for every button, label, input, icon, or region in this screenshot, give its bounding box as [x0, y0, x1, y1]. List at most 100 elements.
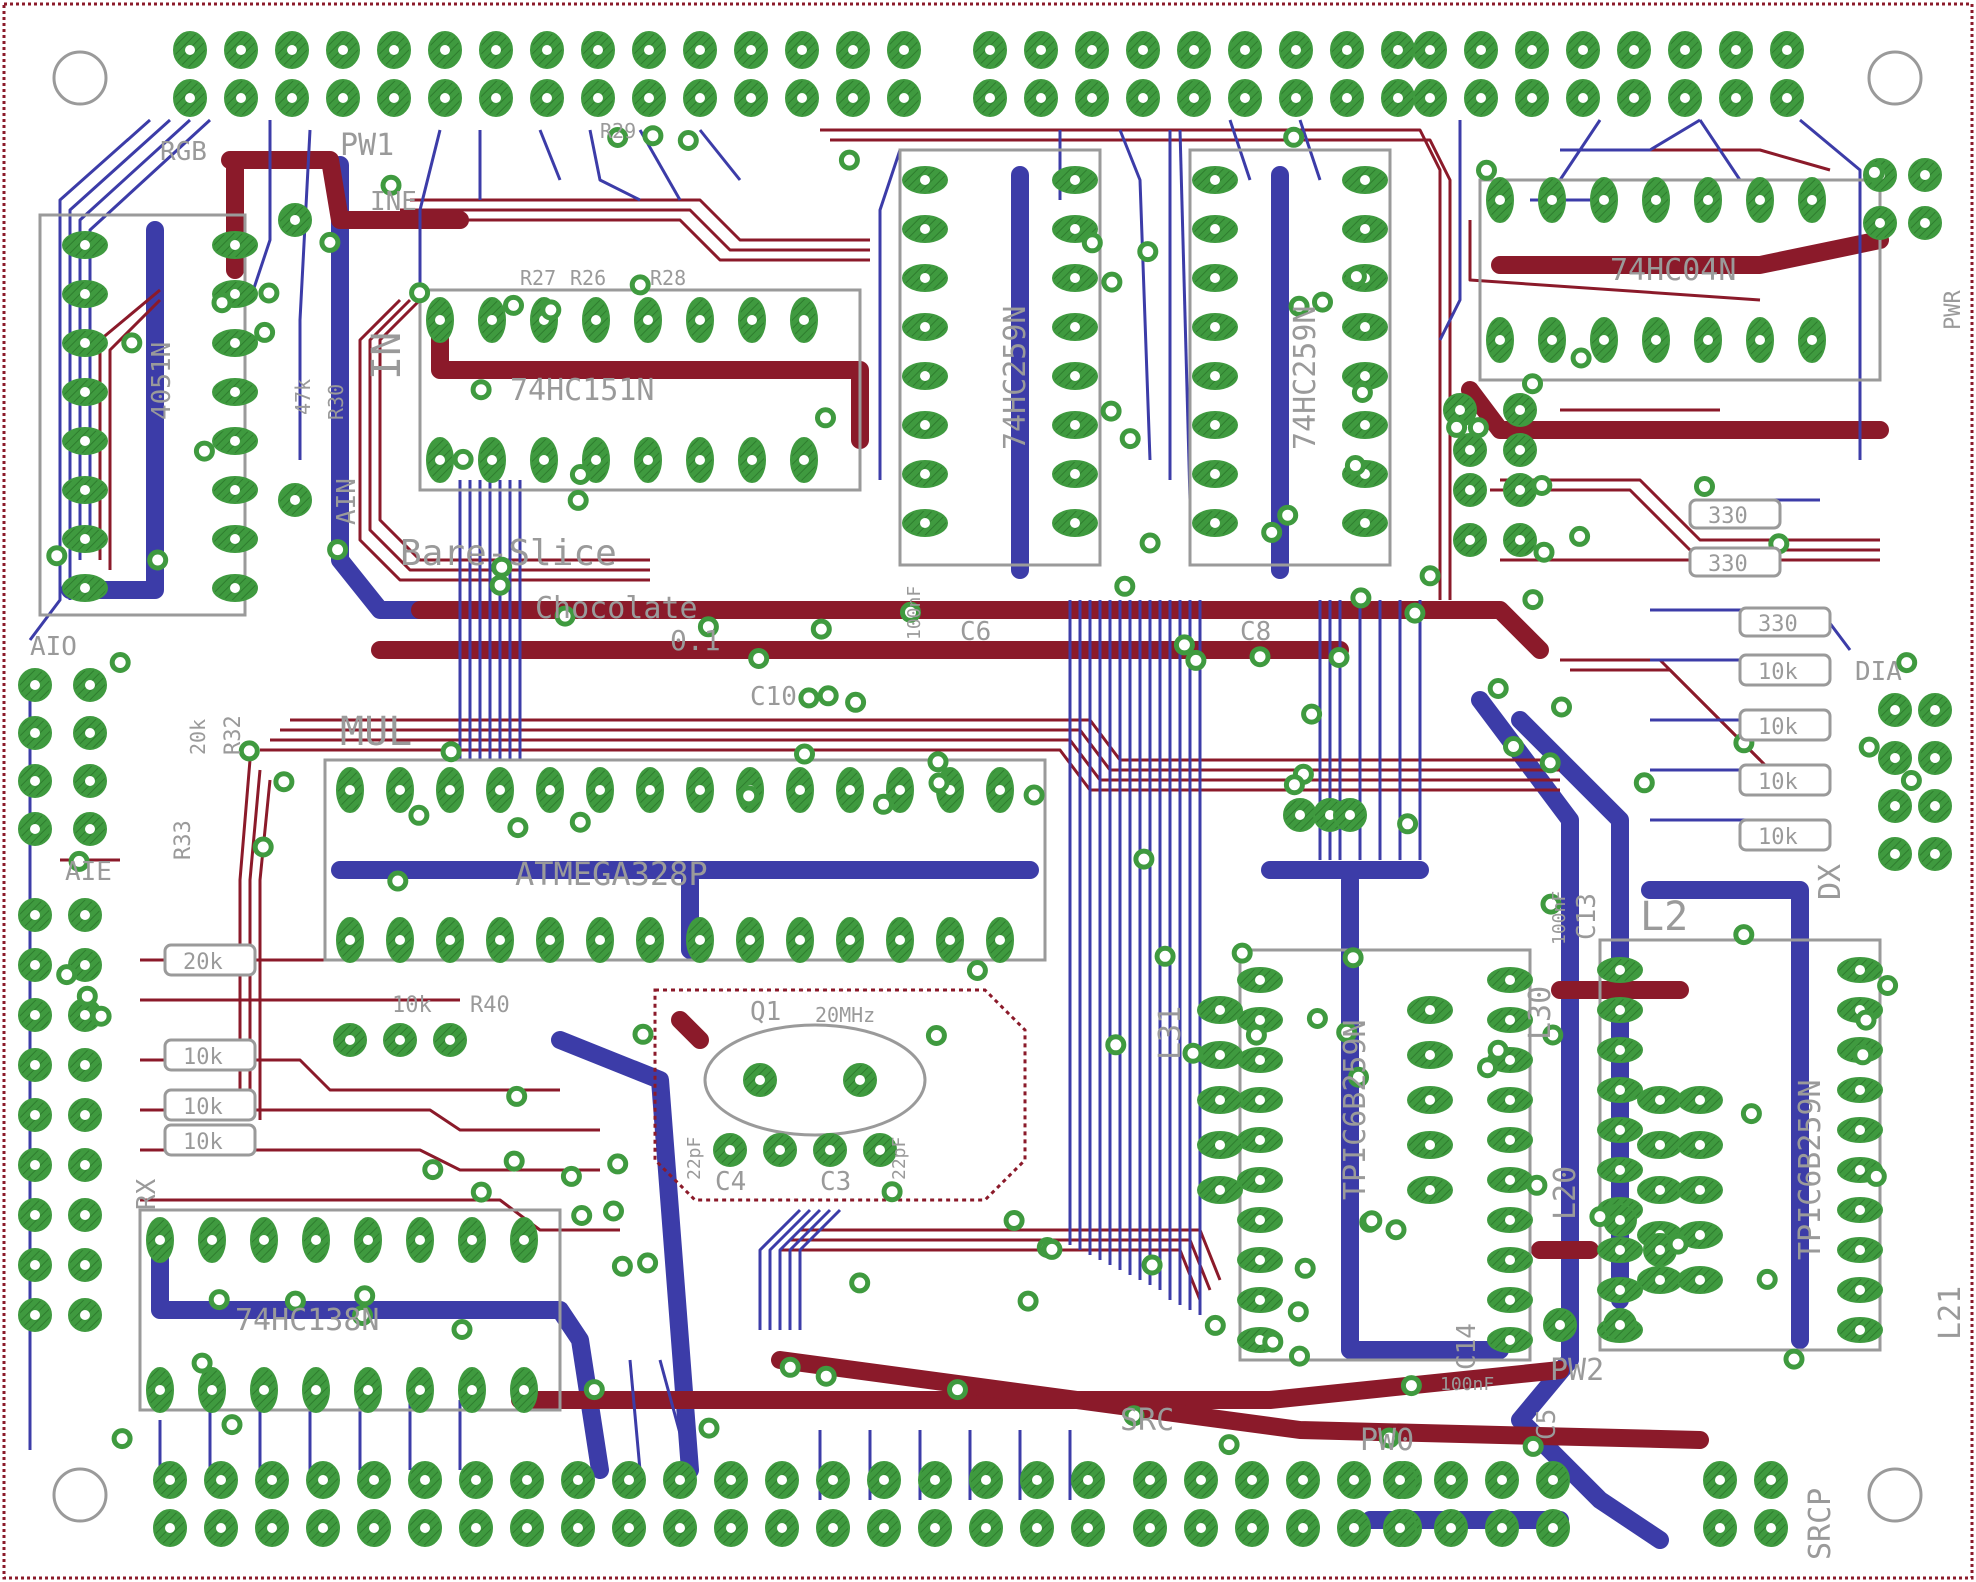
via [1185, 649, 1207, 671]
pad-hole [1655, 1095, 1665, 1105]
pad-hole [879, 1475, 889, 1485]
pad-hole [799, 315, 809, 325]
pad-hole [165, 1475, 175, 1485]
via [838, 149, 860, 171]
pad-hole [287, 45, 297, 55]
via [46, 545, 68, 567]
part-r32: R32 [221, 715, 246, 755]
pad-hole [1615, 1245, 1625, 1255]
via [1154, 945, 1176, 967]
pad-hole [895, 785, 905, 795]
via [1100, 400, 1122, 422]
pad-hole [985, 45, 995, 55]
pad-hole [1240, 93, 1250, 103]
pad-hole [1395, 1475, 1405, 1485]
pad-hole [1505, 1175, 1515, 1185]
pad-hole [1145, 1475, 1155, 1485]
via [56, 964, 78, 986]
pad-hole [471, 1523, 481, 1533]
pad-hole [230, 338, 240, 348]
via [452, 448, 474, 470]
pad-hole [591, 315, 601, 325]
pad-hole [1360, 420, 1370, 430]
pad-hole [1291, 93, 1301, 103]
pad-hole [1255, 1255, 1265, 1265]
pad-hole [746, 93, 756, 103]
label-pw0: PW0 [1360, 1423, 1414, 1458]
resistor-value: 10k [183, 1130, 223, 1155]
vias [46, 125, 1922, 1457]
part-r26: R26 [570, 266, 606, 290]
resistor-value: 10k [1758, 715, 1798, 740]
via [191, 1352, 213, 1374]
label-l31: L31 [1153, 1006, 1188, 1060]
pad-hole [30, 1210, 40, 1220]
pad-hole [1295, 810, 1305, 820]
via [603, 1200, 624, 1222]
via [815, 1365, 837, 1387]
via [583, 1379, 605, 1401]
pad-hole [1255, 1215, 1265, 1225]
pad-hole [259, 1385, 269, 1395]
pad-hole [487, 315, 497, 325]
via [794, 743, 815, 765]
pad-hole [491, 93, 501, 103]
pad-hole [30, 1310, 40, 1320]
pad-hole [875, 1145, 885, 1155]
via [1306, 1008, 1328, 1029]
pad-hole [1425, 1050, 1435, 1060]
pad-hole [1629, 45, 1639, 55]
via [1896, 652, 1918, 674]
pad-hole [1497, 1475, 1507, 1485]
pad-hole [920, 371, 930, 381]
pad-hole [495, 785, 505, 795]
part-c4: C4 [715, 1167, 746, 1197]
pad-hole [1255, 1015, 1265, 1025]
part-r32-val: 20k [186, 719, 210, 755]
via [1351, 382, 1373, 403]
pad-hole [345, 935, 355, 945]
pad-hole [395, 935, 405, 945]
part-q1-freq: 20MHz [815, 1003, 875, 1027]
pad-hole [415, 1385, 425, 1395]
pad-hole [1505, 1255, 1515, 1265]
via [1855, 1009, 1877, 1031]
part-c13: C13 [1572, 893, 1602, 940]
via [1344, 455, 1366, 476]
part-r40: R40 [470, 993, 510, 1018]
via [387, 870, 409, 892]
via [489, 574, 511, 596]
pad-hole [1425, 45, 1435, 55]
via [1287, 1301, 1309, 1323]
via [1419, 565, 1441, 587]
pad-hole [185, 45, 195, 55]
pad-hole [1255, 1095, 1265, 1105]
pad-hole [1505, 1095, 1515, 1105]
pad-hole [207, 1385, 217, 1395]
via [966, 960, 988, 981]
via [928, 772, 950, 794]
pad-hole [1070, 420, 1080, 430]
via [1262, 1331, 1284, 1353]
pad-hole [230, 485, 240, 495]
pad-hole [777, 1475, 787, 1485]
pad-hole [236, 45, 246, 55]
pad-hole [1527, 45, 1537, 55]
pad-hole [1360, 322, 1370, 332]
pad-hole [85, 728, 95, 738]
pad-hole [1505, 1055, 1515, 1065]
top-signal-traces [60, 128, 1880, 1301]
pad-hole [1655, 1185, 1665, 1195]
pad-hole [725, 1145, 735, 1155]
pad-hole [435, 315, 445, 325]
pad-hole [1465, 445, 1475, 455]
pad-hole [795, 785, 805, 795]
pad-hole [1210, 175, 1220, 185]
pad-hole [1920, 218, 1930, 228]
pad-hole [345, 1035, 355, 1045]
pad-hole [1476, 45, 1486, 55]
pad-hole [80, 1110, 90, 1120]
via [503, 294, 524, 316]
via [817, 685, 839, 707]
via [1756, 1268, 1778, 1290]
